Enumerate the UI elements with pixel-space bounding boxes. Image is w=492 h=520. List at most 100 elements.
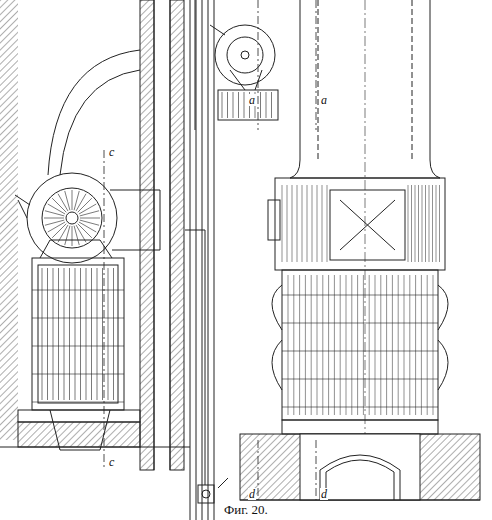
fan-cross bbox=[340, 200, 395, 250]
heater-tube bbox=[415, 275, 416, 415]
fan-blade bbox=[52, 224, 66, 238]
heater-tube bbox=[380, 275, 381, 415]
fan-rib bbox=[287, 185, 288, 262]
section-line bbox=[104, 150, 105, 470]
heater-tube bbox=[311, 275, 312, 415]
inset-heater bbox=[218, 90, 278, 120]
fan-rib bbox=[422, 185, 423, 262]
fan-blade bbox=[76, 194, 86, 211]
transition-piece bbox=[40, 240, 112, 258]
fan-rib bbox=[436, 185, 437, 262]
section-line bbox=[258, 440, 259, 500]
inset-tube bbox=[233, 92, 234, 118]
regulator-wheel bbox=[202, 490, 210, 498]
heater-tube bbox=[91, 268, 92, 400]
outlet-hood bbox=[50, 410, 110, 450]
pipe-line bbox=[214, 0, 215, 520]
heater-tube bbox=[357, 275, 358, 415]
return-bend bbox=[272, 285, 282, 390]
heater-tube bbox=[433, 275, 434, 415]
duct bbox=[110, 190, 160, 250]
tie-band bbox=[32, 374, 124, 375]
fan-rib bbox=[408, 185, 409, 262]
inset-edge bbox=[195, 0, 196, 130]
heater-tube bbox=[375, 275, 376, 415]
section-letter: d bbox=[320, 488, 328, 500]
tie-band bbox=[282, 295, 438, 296]
control-rod bbox=[185, 230, 205, 231]
heater-tube bbox=[113, 268, 114, 400]
fan-hub bbox=[66, 212, 78, 224]
pipe-line bbox=[196, 0, 197, 520]
heater-core bbox=[38, 265, 118, 403]
section-letter: d bbox=[248, 488, 256, 500]
section-letter: c bbox=[108, 146, 115, 158]
fan-rib bbox=[418, 185, 419, 262]
fan-blade bbox=[48, 204, 65, 214]
heater-tube bbox=[53, 268, 54, 400]
fan-rib bbox=[282, 185, 283, 262]
fan-blade bbox=[80, 211, 99, 216]
pipe-line bbox=[208, 0, 209, 520]
fan-blade bbox=[52, 198, 66, 212]
fan-blade bbox=[44, 218, 64, 219]
duct-curve bbox=[60, 70, 140, 175]
heater-tube bbox=[64, 268, 65, 400]
tie-band bbox=[282, 323, 438, 324]
base-plate bbox=[282, 420, 438, 434]
section-line bbox=[258, 0, 259, 130]
heater-tube bbox=[322, 275, 323, 415]
fan-drum bbox=[330, 190, 405, 260]
heater-tube bbox=[42, 268, 43, 400]
heater-tube bbox=[363, 275, 364, 415]
foundation bbox=[240, 434, 480, 500]
heater-tube bbox=[47, 268, 48, 400]
heater-tube bbox=[299, 275, 300, 415]
fan-rib bbox=[317, 185, 318, 262]
fan-blade bbox=[74, 226, 79, 245]
section-letter: c bbox=[108, 456, 115, 468]
fan-blade bbox=[72, 190, 73, 210]
heater-tube bbox=[108, 268, 109, 400]
heater-tube bbox=[69, 268, 70, 400]
fan-blade bbox=[78, 224, 92, 238]
flue-line bbox=[154, 0, 155, 470]
inset-tube bbox=[222, 92, 223, 118]
tie-band bbox=[282, 407, 438, 408]
inset-duct bbox=[230, 70, 262, 90]
tie-band bbox=[282, 351, 438, 352]
heater-tube bbox=[86, 268, 87, 400]
regulator-box bbox=[198, 485, 214, 503]
drawing bbox=[0, 0, 480, 520]
inset-tube bbox=[266, 92, 267, 118]
floor-line bbox=[0, 447, 190, 448]
fan-blade bbox=[72, 226, 73, 246]
flue-line bbox=[170, 0, 171, 470]
heater-tube bbox=[346, 275, 347, 415]
heater-tube bbox=[340, 275, 341, 415]
tie-band bbox=[32, 402, 124, 403]
heater-tube bbox=[386, 275, 387, 415]
chimney-collar bbox=[290, 160, 440, 178]
heater-tube bbox=[328, 275, 329, 415]
pipe-line bbox=[190, 0, 191, 520]
chimney-outline bbox=[430, 0, 431, 160]
bearing-block bbox=[268, 200, 280, 240]
fan-rib bbox=[425, 185, 426, 262]
tie-band bbox=[32, 290, 124, 291]
pulley-belt bbox=[15, 195, 30, 218]
heater-tube bbox=[421, 275, 422, 415]
fan-blade bbox=[79, 222, 96, 232]
fan-rib bbox=[327, 185, 328, 262]
pipe-line bbox=[202, 0, 203, 520]
chimney-outline bbox=[300, 0, 301, 160]
heater-tube bbox=[369, 275, 370, 415]
heater-tube bbox=[392, 275, 393, 415]
heater-tube bbox=[334, 275, 335, 415]
wall-section bbox=[0, 0, 18, 440]
fire-arch bbox=[320, 455, 400, 500]
section-letter: a bbox=[248, 94, 256, 106]
heater-tube bbox=[305, 275, 306, 415]
